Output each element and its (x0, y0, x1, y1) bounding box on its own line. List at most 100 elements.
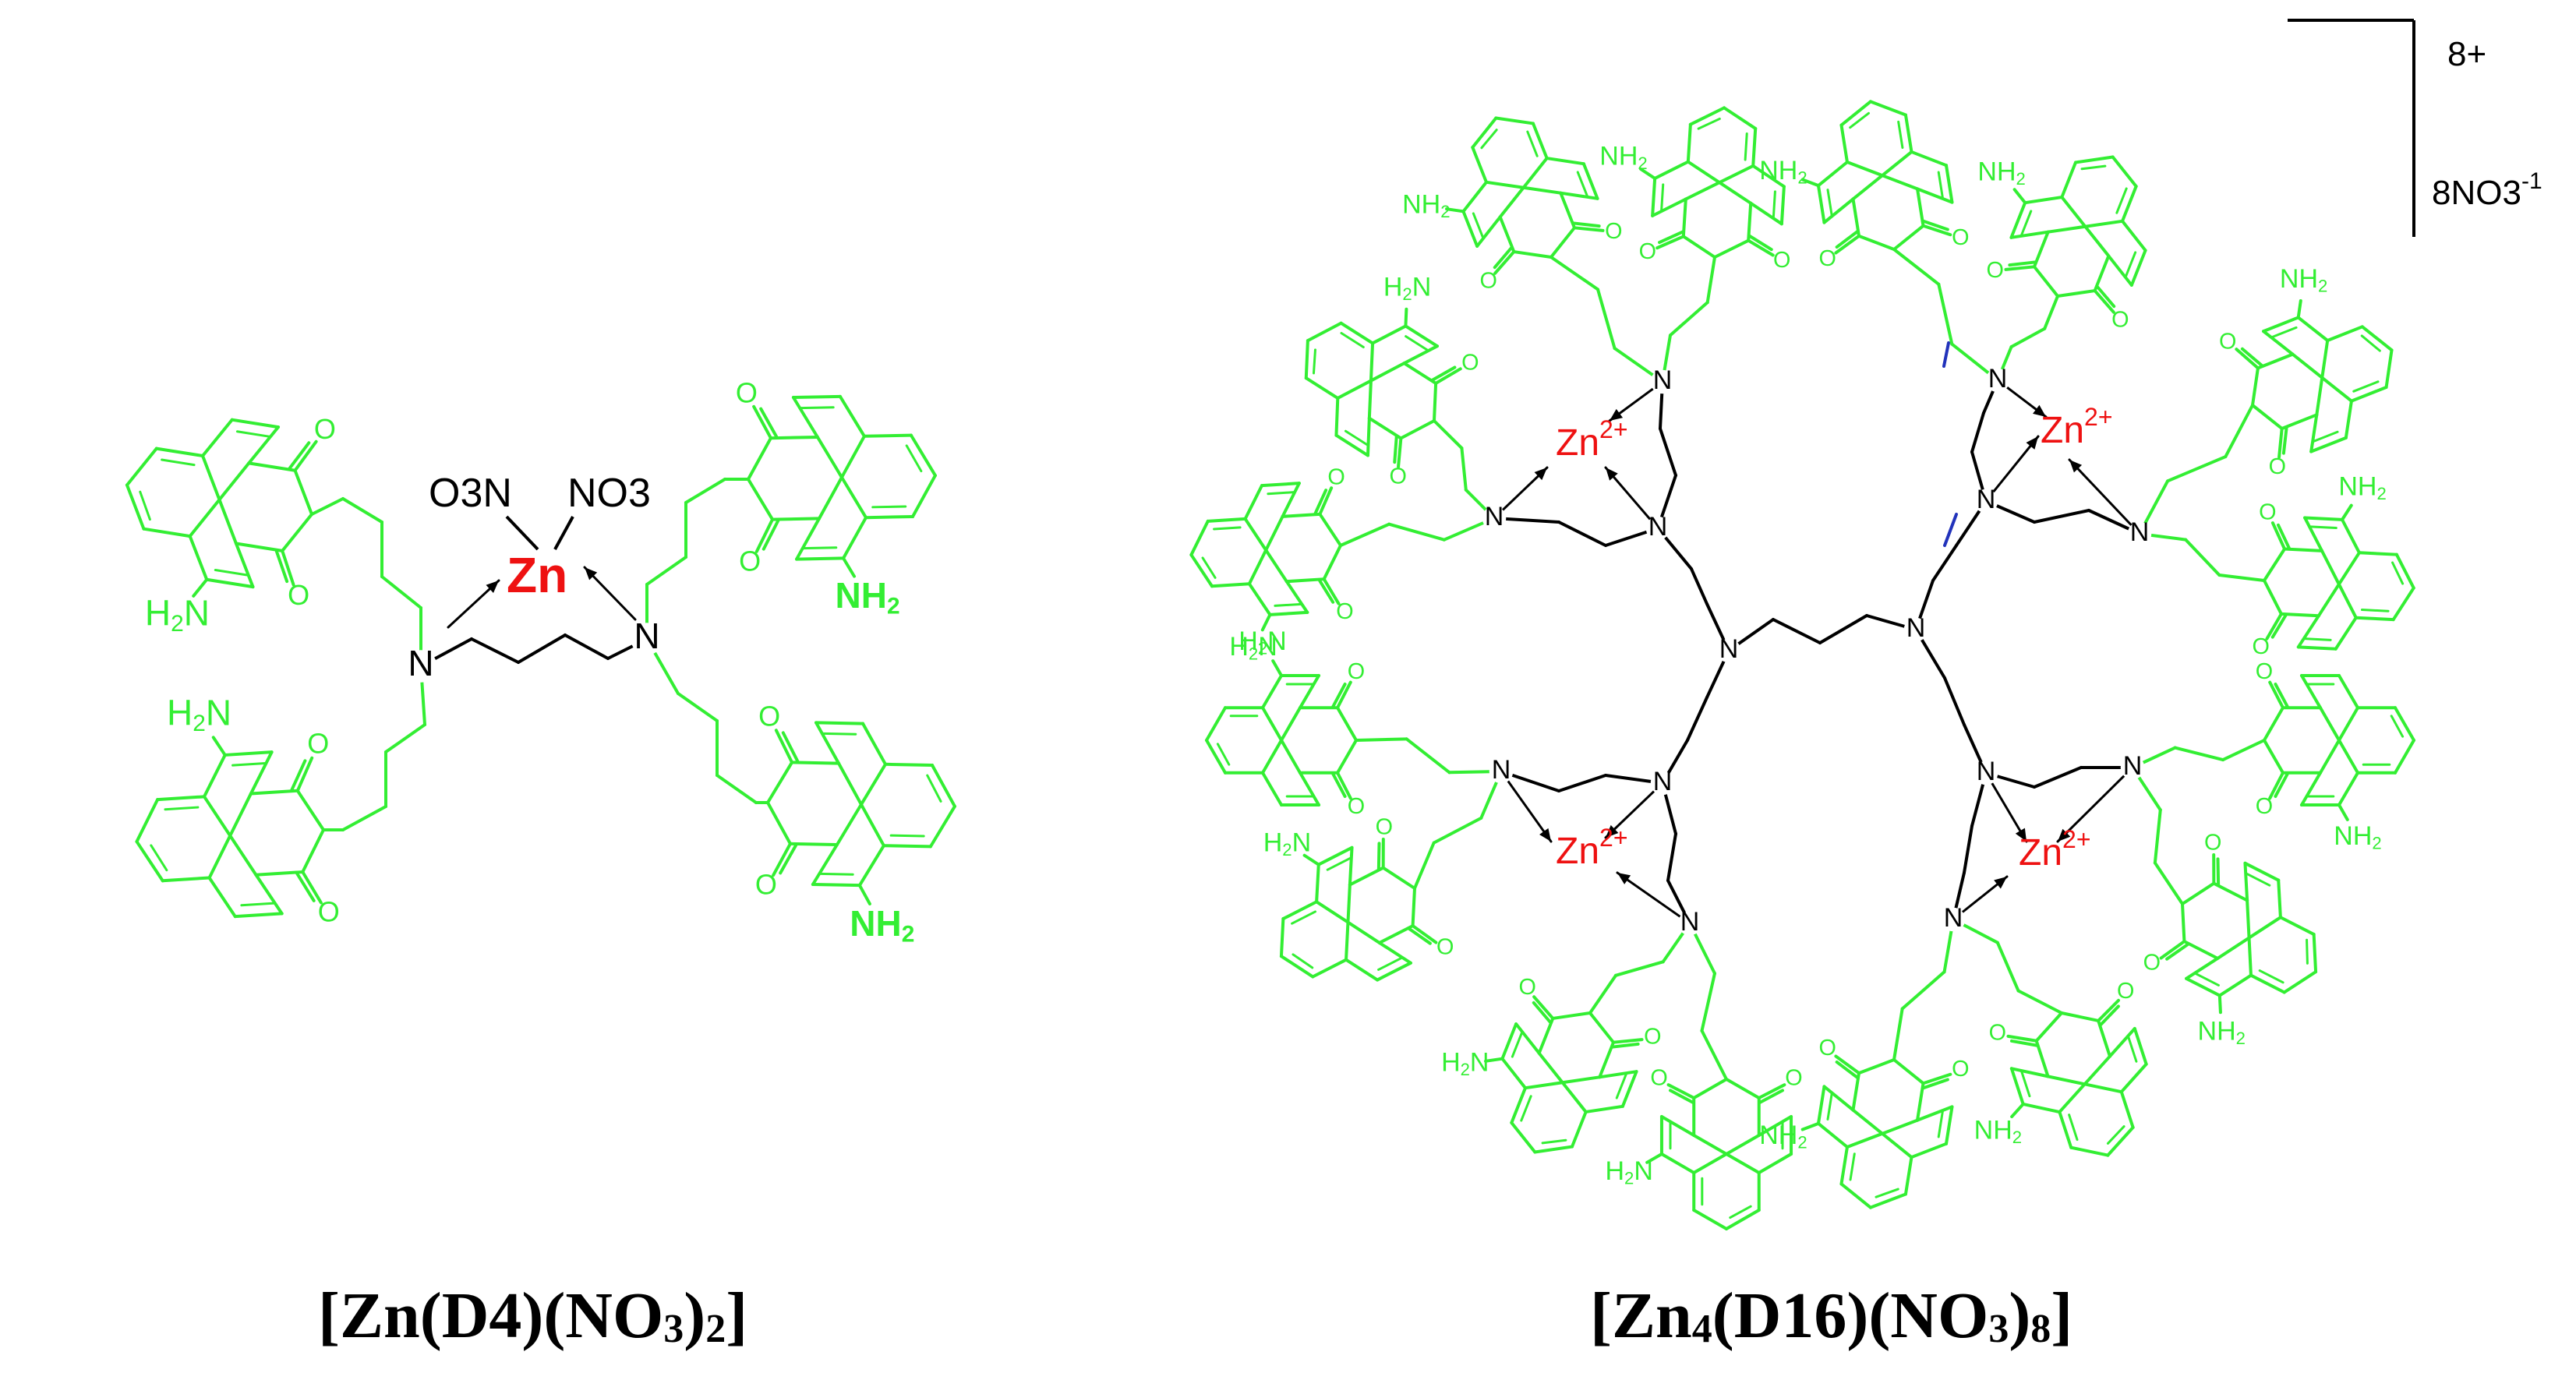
ring-bond (837, 761, 863, 806)
carbonyl (1757, 1083, 1786, 1099)
coordination-arrow (1604, 782, 1664, 839)
ring-bond (1570, 1110, 1588, 1149)
amine-bond (2337, 803, 2349, 821)
carbonyl (2270, 521, 2287, 551)
amine-bond (2341, 503, 2353, 521)
oxygen-label: O (1436, 935, 1454, 960)
imide-bond (2060, 1011, 2101, 1022)
ring-bond (1523, 1081, 1564, 1090)
ring-bond (815, 436, 843, 479)
amine-bond (2296, 299, 2302, 319)
ring-bond (1402, 362, 1438, 385)
left-caption: [Zn(D4)(NO3)2] (318, 1279, 748, 1352)
ring-bond (1537, 1016, 1555, 1055)
chain-bond (1387, 522, 1446, 542)
double-bond (231, 762, 267, 767)
ring-bond (1366, 416, 1371, 457)
ring-bond (2217, 973, 2253, 997)
amine-bond (1404, 307, 1408, 328)
nitrogen-mask (1482, 506, 1507, 531)
double-bond (1937, 171, 1944, 199)
zn-nitrate-bond-b (553, 516, 574, 550)
nitrogen-label: N (1653, 365, 1673, 395)
ring-bond (1945, 1105, 1954, 1145)
ring-bond (1692, 1134, 1728, 1156)
counterion-label: 8NO3-1 (2432, 168, 2542, 212)
ring-bond (1189, 553, 1214, 588)
double-bond (240, 902, 276, 907)
chain-bond (1413, 841, 1436, 890)
ring-bond (2262, 330, 2295, 356)
arrow-head (1617, 873, 1631, 884)
ring-bond (1839, 1182, 1872, 1209)
nitrogen-label: N (1906, 613, 1926, 643)
amine-bond (1800, 178, 1820, 188)
zinc-ion-4: Zn2+ (2019, 825, 2091, 874)
chain-bond (1659, 427, 1677, 477)
amine-label: H2N (1239, 626, 1286, 658)
double-bond (1511, 1031, 1524, 1058)
ring-bond (1915, 1105, 1954, 1122)
double-bond (2360, 609, 2390, 612)
ring-bond (247, 425, 280, 465)
carbonyl (781, 731, 800, 763)
ring-bond (1346, 920, 1381, 944)
amine-bond (1800, 1121, 1820, 1131)
amine-label: NH2 (850, 903, 914, 947)
nitrogen-label: N (1680, 907, 1700, 937)
double-bond (2019, 210, 2033, 237)
ring-bond (1345, 920, 1350, 962)
ring-bond (1684, 181, 1722, 201)
double-bond (1744, 132, 1748, 161)
ring-bond (1851, 1071, 1860, 1112)
ring-bond (207, 834, 232, 880)
ring-bond (1779, 185, 1786, 226)
ring-bond (1484, 180, 1525, 189)
nitrogen-mask (1645, 516, 1670, 541)
double-bond (1340, 331, 1365, 348)
ring-bond (1749, 201, 1783, 226)
ring-bond (1279, 917, 1285, 958)
oxygen-label: O (1376, 815, 1393, 840)
imide-bond (766, 801, 792, 845)
double-bond (2106, 1125, 2125, 1145)
chain-bond (384, 723, 426, 754)
coordination-arrow (2056, 766, 2134, 843)
ring-bond (859, 803, 885, 848)
ring-bond (1839, 1145, 1849, 1186)
ring-bond (790, 761, 841, 765)
double-bond (2390, 715, 2405, 738)
oxygen-label: O (1986, 258, 2003, 283)
ring-bond (2021, 1102, 2062, 1114)
oxygen-label: O (739, 545, 761, 577)
ring-bond (2247, 916, 2282, 940)
carbonyl (1532, 995, 1555, 1020)
ring-bond (1348, 866, 1385, 887)
carbonyl (2096, 285, 2116, 309)
nitrogen-mask (1985, 368, 2010, 393)
nitrogen-label: N (1988, 364, 2008, 394)
ring-bond (2303, 516, 2323, 552)
ring-bond (1531, 122, 1549, 161)
imide-bond (1551, 1011, 1592, 1020)
charge-bracket: 8+ 8NO3-1 (2288, 19, 2542, 237)
arrow-head (486, 581, 499, 593)
ring-bond (1336, 379, 1373, 400)
nitrogen-label: N (1492, 755, 1511, 785)
ring-bond (1402, 344, 1439, 365)
arrow-head (2058, 828, 2071, 842)
ring-bond (2009, 201, 2027, 239)
ring-bond (2060, 161, 2078, 199)
chain-bond (1557, 774, 1607, 792)
ring-bond (1189, 519, 1210, 557)
ring-bond (1299, 673, 1320, 710)
amine-label: NH2 (2338, 471, 2386, 503)
ring-bond (1304, 339, 1309, 380)
ring-bond (1334, 433, 1369, 457)
ring-bond (2083, 219, 2125, 228)
oxygen-label: O (1605, 219, 1622, 244)
chain-bond (1355, 737, 1408, 742)
ring-bond (2107, 254, 2133, 287)
ring-bond (1315, 900, 1350, 924)
